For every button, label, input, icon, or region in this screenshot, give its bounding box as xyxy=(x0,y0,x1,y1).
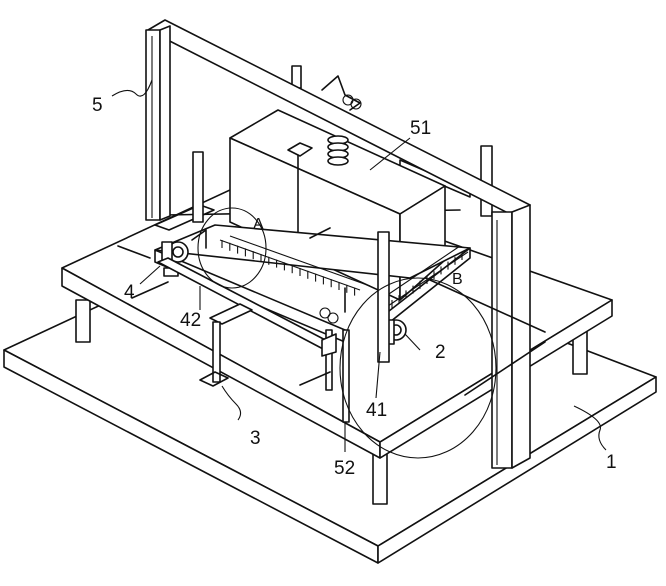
handle xyxy=(199,303,253,387)
right-drive xyxy=(319,287,407,345)
label-roller-b: 41 xyxy=(366,400,387,421)
right-rails xyxy=(131,279,546,396)
label-detail-b: B xyxy=(452,271,463,288)
gantry-frame xyxy=(145,19,531,469)
detail-circles xyxy=(197,207,497,459)
label-handle: 3 xyxy=(250,428,261,449)
label-gantry: 5 xyxy=(92,95,103,116)
label-drive-a: 4 xyxy=(124,282,135,303)
comb-teeth-b xyxy=(391,252,463,308)
back-posts xyxy=(192,65,493,223)
leader-lines xyxy=(111,79,607,452)
label-drive-b: 2 xyxy=(435,342,446,363)
label-detail-a: A xyxy=(253,216,264,233)
conveyor-frame xyxy=(154,224,471,343)
label-press-block: 51 xyxy=(410,118,431,139)
table-legs xyxy=(75,299,588,505)
label-rod: 52 xyxy=(334,458,355,479)
label-base: 1 xyxy=(606,452,617,473)
left-slide-rail xyxy=(157,257,337,357)
vertical-rods xyxy=(299,231,390,423)
comb-teeth-a xyxy=(221,240,356,296)
labels: 5 51 A B 4 42 2 41 3 52 1 xyxy=(92,95,617,479)
label-roller-a: 42 xyxy=(180,310,201,331)
top-spring xyxy=(287,75,362,251)
